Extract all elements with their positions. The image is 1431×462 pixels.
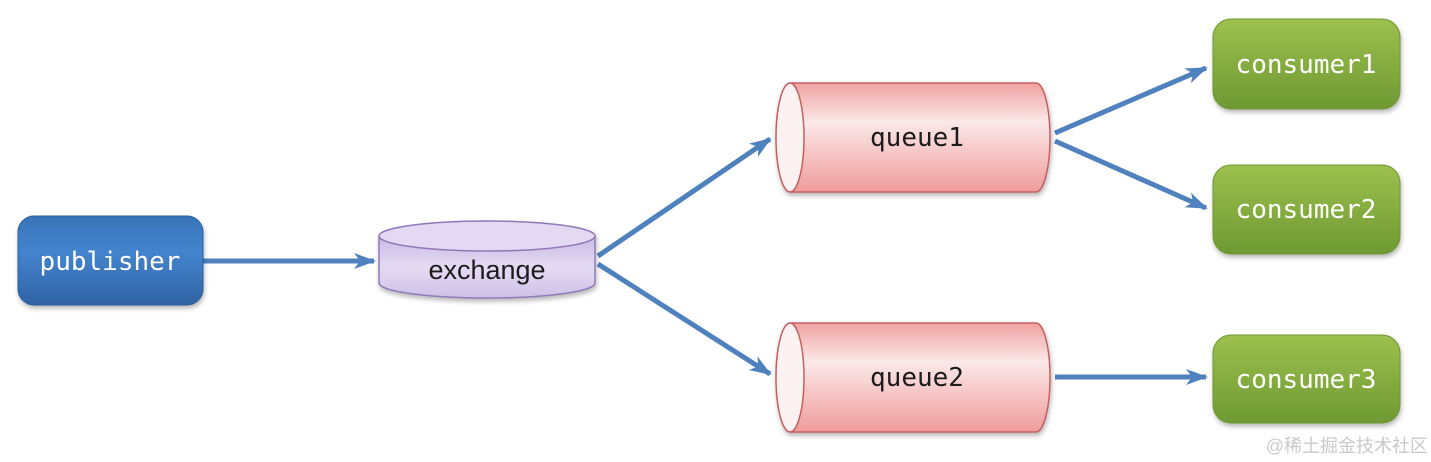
publisher-box: [17, 215, 204, 306]
consumer2-box: [1212, 164, 1401, 255]
arrow-exchange-to-queue1: [596, 136, 772, 259]
exchange-label: exchange: [428, 255, 545, 285]
exchange-cylinder-top: [378, 220, 596, 252]
queue2-cylinder-mouth: [775, 322, 805, 433]
queue1-cylinder-mouth: [775, 82, 805, 193]
node-queue2: queue2: [775, 322, 1051, 433]
node-queue1: queue1: [775, 82, 1051, 193]
node-consumer3: consumer3: [1212, 334, 1401, 424]
consumer3-box: [1212, 334, 1401, 424]
node-exchange: exchange: [378, 220, 596, 299]
publisher-label: publisher: [40, 247, 181, 277]
arrow-queue1-to-consumer1: [1054, 65, 1208, 136]
queue1-label: queue1: [870, 123, 964, 153]
queue2-label: queue2: [870, 363, 964, 393]
node-consumer1: consumer1: [1212, 18, 1401, 110]
consumer1-box: [1212, 18, 1401, 110]
node-consumer2: consumer2: [1212, 164, 1401, 255]
arrow-exchange-to-queue2: [596, 261, 772, 377]
consumer3-label: consumer3: [1236, 365, 1377, 395]
consumer1-label: consumer1: [1236, 50, 1377, 80]
node-publisher: publisher: [17, 215, 204, 306]
arrow-queue1-to-consumer2: [1053, 138, 1208, 211]
edges-layer: [203, 65, 1208, 385]
consumer2-label: consumer2: [1236, 195, 1377, 225]
exchange-cylinder-body: [378, 236, 596, 299]
watermark: @稀土掘金技术社区: [1266, 436, 1428, 456]
queue1-cylinder-body: [790, 82, 1051, 193]
queue2-cylinder-body: [790, 322, 1051, 433]
